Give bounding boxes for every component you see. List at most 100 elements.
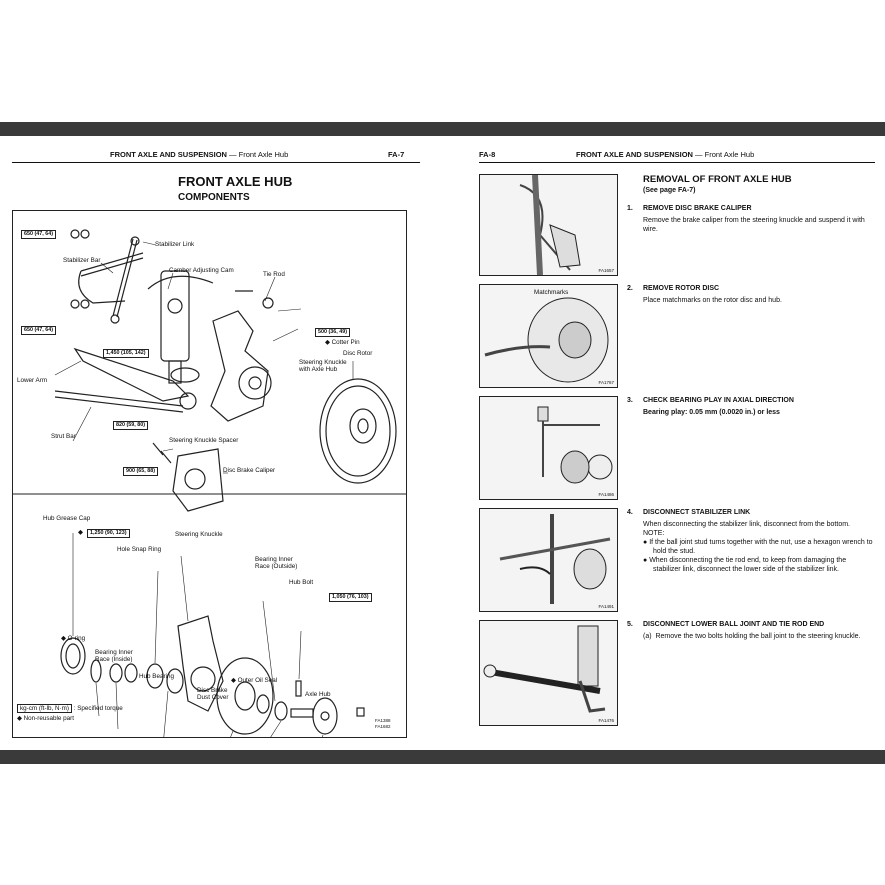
bottom-dark-band xyxy=(0,750,885,764)
see-page-ref: (See page FA-7) xyxy=(643,187,696,194)
left-page-number: FA-7 xyxy=(388,150,405,159)
step-3-spec: Bearing play: 0.05 mm (0.0020 in.) or le… xyxy=(643,409,780,416)
right-page: FA-8 FRONT AXLE AND SUSPENSION — Front A… xyxy=(443,136,885,750)
label-with-axle-hub: with Axle Hub xyxy=(299,366,338,373)
step-4-note-label: NOTE: xyxy=(643,530,665,537)
step-2-text: Place matchmarks on the rotor disc and h… xyxy=(643,297,782,304)
step-5-substep: (a) Remove the two bolts holding the bal… xyxy=(643,632,875,641)
steering-knuckle-art xyxy=(210,290,274,422)
header-subsection-right: Front Axle Hub xyxy=(704,150,755,159)
step-5-number: 5. xyxy=(627,621,633,628)
right-page-number: FA-8 xyxy=(479,150,496,159)
label-o-ring: ◆ O-ring xyxy=(61,635,86,642)
step-4-text: When disconnecting the stabilizer link, … xyxy=(643,521,850,528)
fig-code-step-2: FA1767 xyxy=(598,380,614,385)
outer-oil-seal-text: Outer Oil Seal xyxy=(237,677,278,684)
fig-code-2: FA1682 xyxy=(375,724,391,729)
torque-820: 820 (59, 80) xyxy=(113,421,149,430)
label-cotter-pin: ◆ Cotter Pin xyxy=(325,339,360,346)
step-4-bullet-1-text: If the ball joint stud turns together wi… xyxy=(649,539,873,555)
disc-rotor-art xyxy=(319,378,397,484)
header-dash: — xyxy=(229,150,237,159)
figure-step-3: FA1486 xyxy=(479,396,618,500)
section-title: COMPONENTS xyxy=(178,192,250,203)
label-bearing-inner-race-outside-2: Race (Outside) xyxy=(255,563,298,570)
label-lower-arm: Lower Arm xyxy=(17,377,48,384)
stabilizer-link-art xyxy=(70,229,144,324)
torque-650-b: 650 (47, 64) xyxy=(21,326,57,335)
step-1-text: Remove the brake caliper from the steeri… xyxy=(643,217,865,233)
legend-nonreusable: ◆ Non-reusable part xyxy=(17,715,74,722)
label-steering-knuckle: Steering Knuckle xyxy=(175,531,223,538)
label-strut-bar: Strut Bar xyxy=(51,433,76,440)
torque-1050: 1,050 (76, 103) xyxy=(329,593,372,602)
step-4-number: 4. xyxy=(627,509,633,516)
step-2-number: 2. xyxy=(627,285,633,292)
removal-title: REMOVAL OF FRONT AXLE HUB xyxy=(643,174,792,185)
right-running-header: FRONT AXLE AND SUSPENSION — Front Axle H… xyxy=(576,150,754,159)
step-4-bullet-2-text: When disconnecting the tie rod end, to k… xyxy=(649,557,847,573)
stabilizer-link-photo-art xyxy=(499,514,611,604)
fig-code-1: FA1388 xyxy=(375,718,391,723)
label-bearing-inner-race-inside-1: Bearing Inner xyxy=(95,649,133,656)
left-running-header: FRONT AXLE AND SUSPENSION — Front Axle H… xyxy=(110,150,288,159)
label-hub-bolt: Hub Bolt xyxy=(289,579,314,586)
step-5-sub-number: (a) xyxy=(643,633,652,640)
torque-900: 900 (65, 88) xyxy=(123,467,159,476)
ball-joint-photo-art xyxy=(483,625,606,713)
rotor-photo-art xyxy=(484,297,609,383)
right-header-rule xyxy=(479,162,875,163)
label-hole-snap-ring: Hole Snap Ring xyxy=(117,546,162,553)
step-5-text: Remove the two bolts holding the ball jo… xyxy=(655,633,861,640)
matchmarks-callout: Matchmarks xyxy=(534,289,569,296)
torque-500: 500 (36, 49) xyxy=(315,328,351,337)
figure-step-1: FA1657 xyxy=(479,174,618,276)
caliper-photo-art xyxy=(519,174,581,276)
header-section: FRONT AXLE AND SUSPENSION xyxy=(110,150,227,159)
header-subsection: Front Axle Hub xyxy=(238,150,289,159)
label-steering-knuckle-spacer: Steering Knuckle Spacer xyxy=(169,437,239,444)
fig-code-step-1: FA1657 xyxy=(598,268,614,273)
strut-art xyxy=(147,270,214,384)
figure-step-2: Matchmarks FA1767 xyxy=(479,284,618,388)
label-dust-cover-1: Disc Brake xyxy=(197,687,228,694)
step-3-number: 3. xyxy=(627,397,633,404)
label-camber-adjusting-cam: Camber Adjusting Cam xyxy=(169,267,234,274)
cotter-pin-text: Cotter Pin xyxy=(331,339,360,346)
header-section-right: FRONT AXLE AND SUSPENSION xyxy=(576,150,693,159)
torque-1450: 1,450 (105, 142) xyxy=(103,349,149,358)
fig-code-step-5: FA1476 xyxy=(598,718,614,723)
label-axle-hub: Axle Hub xyxy=(305,691,331,698)
figure-step-4: FA1491 xyxy=(479,508,618,612)
top-dark-band xyxy=(0,122,885,136)
legend-unit-box: kg-cm (ft-lb, N·m) xyxy=(17,704,72,713)
step-1: 1. REMOVE DISC BRAKE CALIPER Remove the … xyxy=(627,204,875,234)
label-stabilizer-bar: Stabilizer Bar xyxy=(63,257,101,264)
legend-nonreusable-text: Non-reusable part xyxy=(23,715,74,722)
left-page: FRONT AXLE AND SUSPENSION — Front Axle H… xyxy=(0,136,442,750)
lower-arm-art xyxy=(54,347,200,413)
torque-650-a: 650 (47, 64) xyxy=(21,230,57,239)
step-3: 3. CHECK BEARING PLAY IN AXIAL DIRECTION… xyxy=(627,396,875,417)
o-ring-text: O-ring xyxy=(67,635,86,642)
legend-unit-desc: : Specified torque xyxy=(73,705,123,712)
fig-code-step-3: FA1486 xyxy=(598,492,614,497)
label-disc-brake-caliper: Disc Brake Caliper xyxy=(223,467,276,474)
label-hub-grease-cap: Hub Grease Cap xyxy=(43,515,91,522)
label-bearing-inner-race-outside-1: Bearing Inner xyxy=(255,556,293,563)
hub-assembly-art xyxy=(60,615,365,735)
label-dust-cover-2: Dust Cover xyxy=(197,694,229,701)
torque-1250: 1,250 (90, 123) xyxy=(87,529,130,538)
leader-lines xyxy=(54,241,354,737)
label-tie-rod: Tie Rod xyxy=(263,271,285,278)
dial-indicator-photo-art xyxy=(537,406,613,484)
label-steering-knuckle-axle: Steering Knuckle xyxy=(299,359,347,366)
label-disc-rotor: Disc Rotor xyxy=(343,350,373,357)
components-diagram: 650 (47, 64) Stabilizer Link Stabilizer … xyxy=(12,210,407,738)
step-4: 4. DISCONNECT STABILIZER LINK When disco… xyxy=(627,508,875,574)
step-4-heading: DISCONNECT STABILIZER LINK xyxy=(643,509,751,516)
label-hub-bearing: Hub Bearing xyxy=(139,673,175,680)
nonreusable-mark-grease-cap: ◆ xyxy=(78,529,83,536)
step-2-heading: REMOVE ROTOR DISC xyxy=(643,285,720,292)
label-bearing-inner-race-inside-2: Race (Inside) xyxy=(95,656,133,663)
